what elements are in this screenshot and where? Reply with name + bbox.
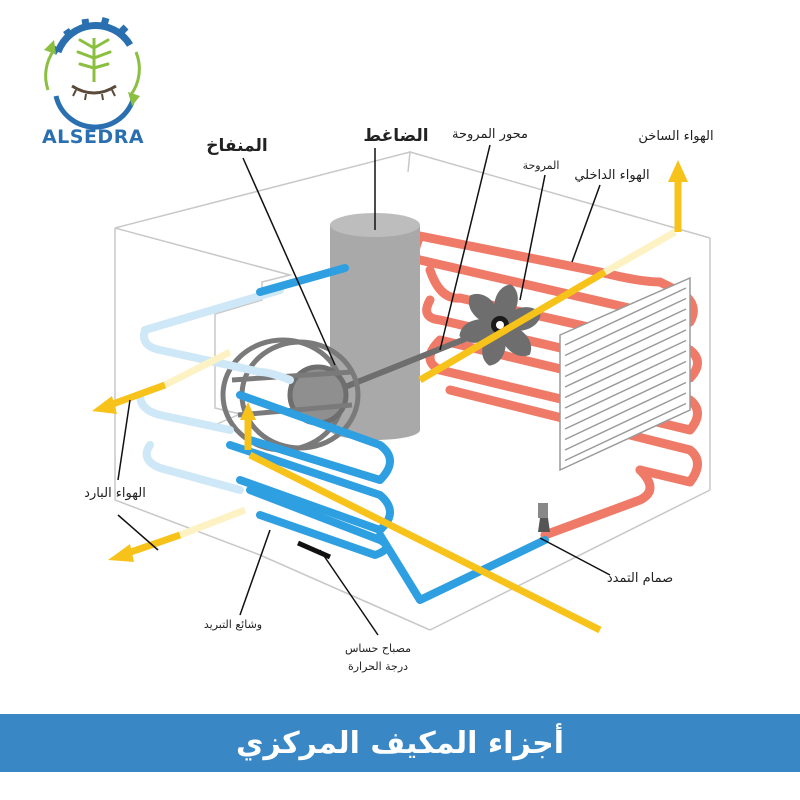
plant-icon: [76, 38, 112, 82]
label-temp-sensor-line2: درجة الحرارة: [348, 660, 408, 673]
footer-title: أجزاء المكيف المركزي: [235, 725, 565, 761]
grille-slat: [564, 402, 687, 462]
label-cold-air: الهواء البارد: [84, 486, 146, 501]
evaporator-coils: [136, 264, 549, 604]
cold-air-upper-path: [108, 381, 167, 409]
temperature-sensor: [296, 540, 332, 560]
part-labels: الضاغط المنفاخ محور المروحة المروحة الهو…: [84, 126, 713, 673]
housing-outline: [114, 151, 711, 631]
grille-slat: [564, 381, 687, 441]
brand-name: ALSEDRA: [42, 126, 144, 148]
label-compressor: الضاغط: [363, 126, 428, 146]
vent-grille: [559, 276, 691, 472]
grille-slat: [564, 329, 687, 388]
label-cooling-coils: وشائع التبريد: [204, 618, 262, 631]
central-ac-diagram: ALSEDRA: [42, 17, 714, 673]
grille-slat: [564, 392, 687, 451]
label-temp-sensor-line1: مصباح حساس: [345, 642, 411, 655]
label-fan: المروحة: [523, 159, 560, 172]
label-hot-air: الهواء الساخن: [638, 129, 713, 144]
grille-slat: [564, 308, 687, 367]
label-inside-air: الهواء الداخلي: [574, 168, 649, 183]
fan: [459, 284, 541, 366]
grille-slat: [564, 360, 687, 420]
cold-air-lower-arrowhead: [108, 544, 134, 562]
label-blower: المنفاخ: [206, 136, 267, 156]
grille-slat: [564, 350, 687, 409]
grille-slat: [564, 339, 687, 399]
grille-slat: [564, 318, 687, 378]
grille-slat: [564, 287, 687, 346]
hot-air-arrowhead: [668, 160, 688, 182]
eye-icon: [71, 84, 117, 101]
fan-blade: [468, 293, 501, 326]
cold-air-lower-path: [126, 531, 182, 557]
alsedra-logo: ALSEDRA: [42, 17, 144, 148]
label-fan-shaft: محور المروحة: [452, 127, 528, 142]
return-air-path: [248, 451, 602, 634]
expansion-valve: [538, 503, 550, 532]
grille-slat: [564, 371, 687, 430]
recycle-arrow-icon: [44, 40, 141, 106]
blower: [220, 337, 361, 453]
leader-lines: [117, 144, 611, 636]
label-expansion-valve: صمام التمدد: [607, 571, 673, 586]
cold-air-upper-arrowhead: [92, 396, 117, 414]
hot-air-path: [418, 268, 607, 384]
footer-banner: أجزاء المكيف المركزي: [0, 714, 800, 772]
air-flow-arrows: [92, 160, 688, 634]
grille-slat: [564, 297, 687, 357]
